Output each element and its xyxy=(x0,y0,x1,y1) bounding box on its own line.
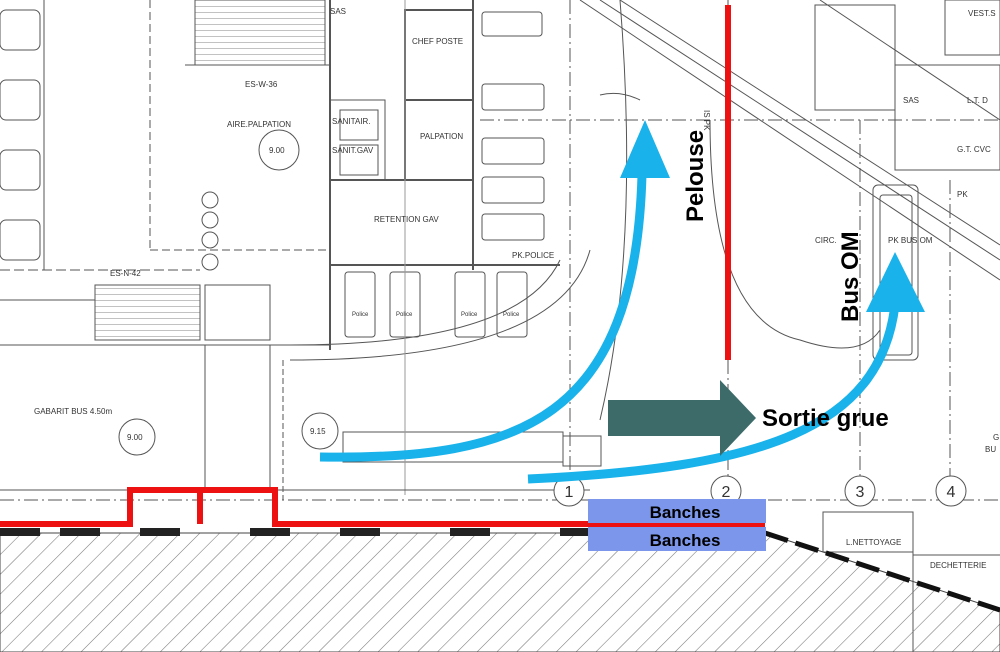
room-retention-gav: RETENTION GAV xyxy=(374,215,439,224)
column-stack xyxy=(201,191,219,271)
level-gabarit: 9.00 xyxy=(127,433,143,442)
room-chef-poste: CHEF POSTE xyxy=(412,37,463,46)
blue-arrow-left-head xyxy=(620,120,670,178)
grid-markers: 1 2 3 4 xyxy=(553,475,967,507)
room-lt-d: L.T. D xyxy=(967,96,988,105)
room-sas-right: SAS xyxy=(903,96,919,105)
grid-label-1: 1 xyxy=(565,484,574,501)
room-sanitaires: SANITAIR. xyxy=(332,117,371,126)
room-bu-partial: BU xyxy=(985,445,996,454)
red-wall-outline xyxy=(0,487,765,527)
police-parking-stack xyxy=(481,11,545,241)
pelouse-label: Pelouse xyxy=(682,130,709,222)
banches-label-bottom: Banches xyxy=(650,531,721,550)
police-car-bays xyxy=(344,271,528,338)
room-sas-top: SAS xyxy=(330,7,346,16)
level-915: 9.15 xyxy=(310,427,326,436)
banches-box-top xyxy=(588,499,766,523)
room-pk-police: PK.POLICE xyxy=(512,251,554,260)
level-aire: 9.00 xyxy=(269,146,285,155)
room-aire-palpation: AIRE.PALPATION xyxy=(227,120,291,129)
room-labels: SAS CHEF POSTE VEST.S ES-W-36 AIRE.PALPA… xyxy=(34,7,999,570)
room-gt-cvc: G.T. CVC xyxy=(957,145,991,154)
room-gabarit-bus: GABARIT BUS 4.50m xyxy=(34,407,112,416)
bus-om-label: Bus OM xyxy=(837,231,864,322)
parked-buses-left xyxy=(0,0,45,270)
police-car-label-1: Police xyxy=(352,312,369,318)
police-car-label-3: Police xyxy=(461,312,478,318)
room-dechetterie: DECHETTERIE xyxy=(930,561,986,570)
grid-marker-4 xyxy=(935,475,967,507)
room-pk-bus-om: PK BUS OM xyxy=(888,236,933,245)
room-vest: VEST.S xyxy=(968,9,996,18)
room-es-n-42: ES-N-42 xyxy=(110,269,141,278)
grid-label-3: 3 xyxy=(856,484,865,501)
room-l-nettoyage: L.NETTOYAGE xyxy=(846,538,901,547)
police-car-label-2: Police xyxy=(396,312,413,318)
sortie-grue-label: Sortie grue xyxy=(762,405,889,432)
banches-box-bottom xyxy=(588,527,766,551)
ground-diagonal-edge xyxy=(764,530,1000,613)
room-palpation: PALPATION xyxy=(420,132,463,141)
room-g-partial: G xyxy=(993,433,999,442)
blue-arrow-right-head xyxy=(866,252,925,312)
room-circ: CIRC. xyxy=(815,236,837,245)
ground-hatch xyxy=(0,532,1000,652)
blue-arrow-right-path xyxy=(527,304,900,484)
banches-label-top: Banches xyxy=(650,503,721,522)
grid-label-2: 2 xyxy=(722,484,731,501)
stair-core-top xyxy=(194,0,326,66)
sortie-grue-arrow xyxy=(608,380,756,456)
room-pk-right: PK xyxy=(957,190,968,199)
blue-arrow-left-path xyxy=(319,174,647,462)
room-sanit-gav: SANIT.GAV xyxy=(332,146,374,155)
ground-edge-dashes xyxy=(0,528,590,536)
room-es-w-36: ES-W-36 xyxy=(245,80,278,89)
grid-label-4: 4 xyxy=(947,484,956,501)
room-is-pk: IS PK xyxy=(702,110,711,131)
grid-marker-3 xyxy=(844,475,876,507)
police-car-label-4: Police xyxy=(503,312,520,318)
